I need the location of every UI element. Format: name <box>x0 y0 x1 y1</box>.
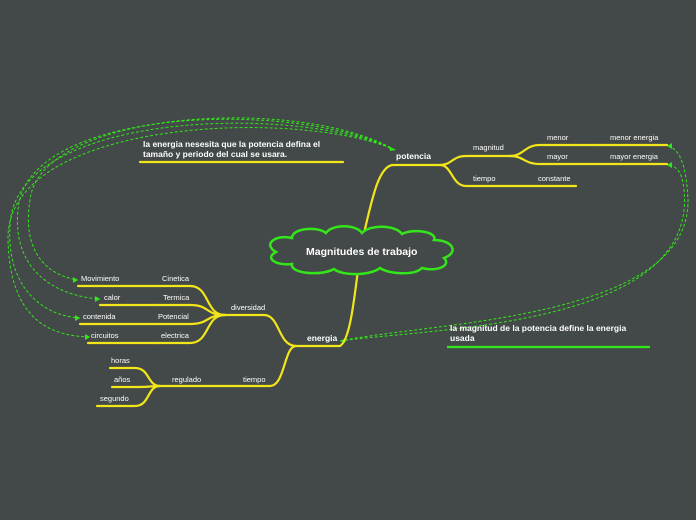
node-cinetica[interactable]: Cinetica <box>162 274 190 283</box>
node-potencia-tiempo[interactable]: tiempo <box>473 174 496 183</box>
branch-anos <box>110 384 162 389</box>
node-potencial[interactable]: Potencial <box>158 312 189 321</box>
node-contenida[interactable]: contenida <box>83 312 116 321</box>
node-mayor-energia[interactable]: mayor energia <box>610 152 658 161</box>
relation-line-mayor-energia <box>339 164 685 342</box>
node-anos[interactable]: años <box>114 375 131 384</box>
node-movimiento[interactable]: Movimiento <box>81 274 120 283</box>
node-menor[interactable]: menor <box>547 133 569 142</box>
note-top[interactable]: la energia nesesita que la potencia defi… <box>143 139 321 159</box>
branch-lines <box>76 143 669 408</box>
branch-potencia-tiempo <box>438 163 537 188</box>
branch-energia-tiempo <box>233 344 298 388</box>
relation-line-calor <box>16 118 396 300</box>
branch-energia <box>294 268 360 348</box>
node-magnitud[interactable]: magnitud <box>473 143 504 152</box>
note-bottom[interactable]: la magnitud de la potencia define la ene… <box>450 323 627 343</box>
branch-mayor <box>508 154 602 166</box>
central-title[interactable]: Magnitudes de trabajo <box>306 246 418 258</box>
node-energia-tiempo[interactable]: tiempo <box>243 375 266 384</box>
relationship-arrowheads <box>73 143 672 343</box>
node-segundo[interactable]: segundo <box>100 394 129 403</box>
node-energia[interactable]: energia <box>307 333 338 343</box>
relation-line-movimiento <box>28 117 396 281</box>
central-cloud[interactable] <box>269 225 454 276</box>
branch-segundo <box>95 384 162 408</box>
relation-line-contenida <box>9 122 396 319</box>
node-electrica[interactable]: electrica <box>161 331 189 340</box>
node-diversidad[interactable]: diversidad <box>231 303 266 312</box>
node-constante[interactable]: constante <box>538 174 571 183</box>
node-potencia[interactable]: potencia <box>396 151 431 161</box>
node-mayor[interactable]: mayor <box>547 152 568 161</box>
relationship-lines <box>7 117 689 342</box>
node-horas[interactable]: horas <box>111 356 130 365</box>
relation-line-circuitos <box>7 127 396 338</box>
branch-potencia <box>362 163 442 235</box>
node-circuitos[interactable]: circuitos <box>91 331 119 340</box>
branch-diversidad <box>223 313 298 348</box>
node-regulado[interactable]: regulado <box>172 375 202 384</box>
relation-line-menor-energia <box>339 145 689 342</box>
branch-electrica <box>153 313 227 345</box>
node-menor-energia[interactable]: menor energia <box>610 133 659 142</box>
branch-magnitud <box>438 154 512 167</box>
node-calor[interactable]: calor <box>104 293 121 302</box>
node-termica[interactable]: Termica <box>163 293 190 302</box>
